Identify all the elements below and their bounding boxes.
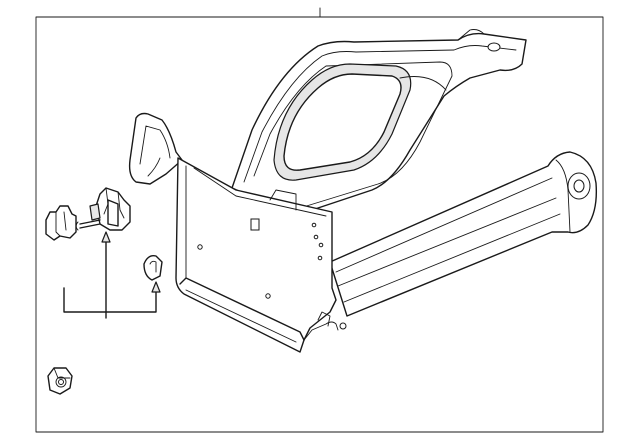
bracket-rear-tab xyxy=(128,112,183,185)
connector-clip[interactable] xyxy=(45,205,77,241)
frame-border xyxy=(35,16,604,433)
callout-arrow xyxy=(151,281,161,293)
bracket-plate xyxy=(175,157,347,353)
flange-nut[interactable] xyxy=(47,367,73,395)
diagram-frame xyxy=(35,7,604,433)
callout-arrow xyxy=(101,231,111,243)
bracket-lower-arm xyxy=(329,151,598,317)
sensor-connector[interactable] xyxy=(75,187,131,231)
bracket-front-hook xyxy=(143,254,163,281)
bracket-upper-arm xyxy=(231,29,527,217)
callout-lines xyxy=(63,231,161,319)
mounting-bracket[interactable] xyxy=(128,29,598,353)
